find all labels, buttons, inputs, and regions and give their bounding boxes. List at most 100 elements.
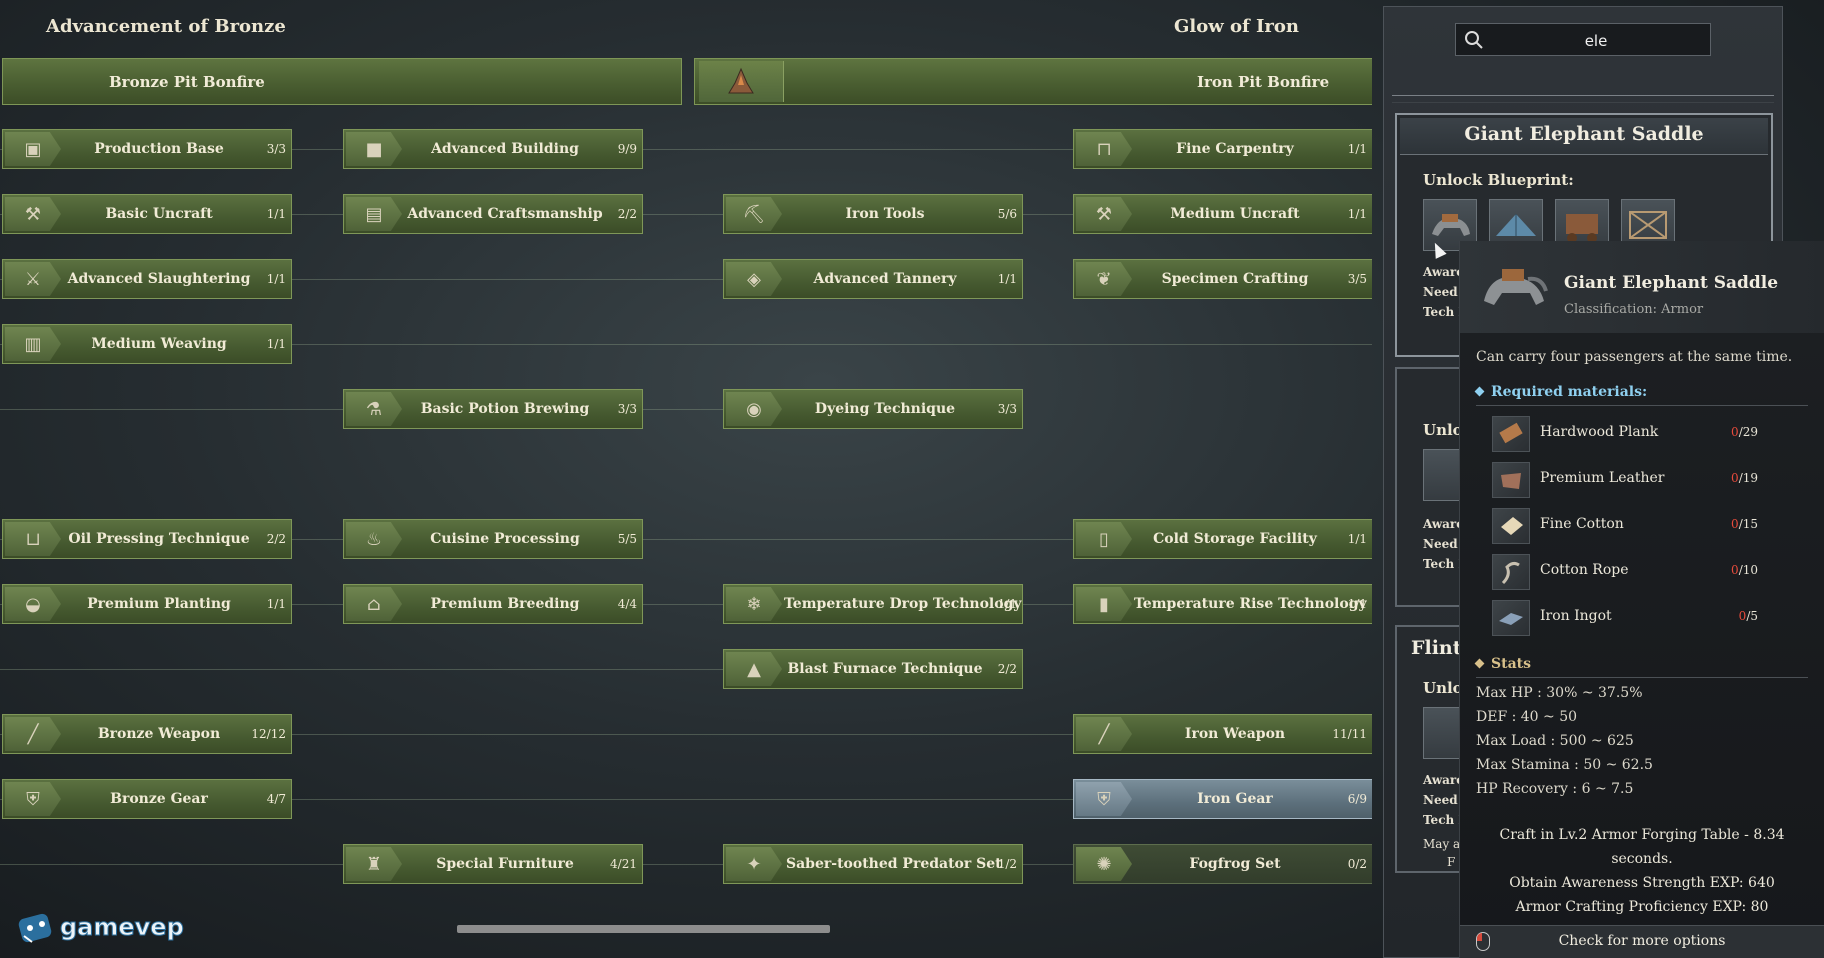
tech-node-bronze-gear[interactable]: ⛨ Bronze Gear 4/7 — [2, 779, 292, 819]
search-box[interactable] — [1455, 23, 1711, 56]
tech-node-temperature-rise[interactable]: ▮ Temperature Rise Technology 1/1 — [1073, 584, 1372, 624]
uncraft-tool-icon: ⚒ — [1076, 197, 1132, 231]
card-note: May a — [1423, 837, 1461, 851]
stats-heading: Stats — [1474, 656, 1531, 672]
tech-node-iron-gear[interactable]: ⛨ Iron Gear 6/9 — [1073, 779, 1372, 819]
tannery-icon: ◈ — [726, 262, 782, 296]
card-title-bg — [1400, 118, 1768, 155]
tech-tree: Advancement of Bronze Glow of Iron Bronz… — [0, 16, 1372, 944]
tech-node-dyeing-technique[interactable]: ◉ Dyeing Technique 3/3 — [723, 389, 1023, 429]
tooltip-footer[interactable]: Check for more options — [1460, 925, 1824, 958]
tech-node-blast-furnace[interactable]: ▲ Blast Furnace Technique 2/2 — [723, 649, 1023, 689]
card-meta-awareness: Aware — [1423, 265, 1464, 279]
tooltip-description: Can carry four passengers at the same ti… — [1476, 349, 1793, 365]
tech-node-oil-pressing[interactable]: ⊔ Oil Pressing Technique 2/2 — [2, 519, 292, 559]
stat-line: HP Recovery : 6 ~ 7.5 — [1476, 781, 1634, 797]
tech-node-name: Advanced Building — [431, 141, 579, 157]
tech-node-iron-weapon[interactable]: ╱ Iron Weapon 11/11 — [1073, 714, 1372, 754]
tech-node-count: 2/2 — [617, 207, 637, 221]
tech-node-saber-toothed-set[interactable]: ✦ Saber-toothed Predator Set 1/2 — [723, 844, 1023, 884]
horizontal-scrollbar[interactable] — [457, 925, 830, 933]
era-title-iron: Glow of Iron — [1174, 16, 1299, 37]
spear-icon: ╱ — [1076, 717, 1132, 751]
era-bar-bronze[interactable]: Bronze Pit Bonfire — [2, 58, 682, 105]
tech-node-count: 2/2 — [997, 662, 1017, 676]
tech-node-count: 3/3 — [997, 402, 1017, 416]
era-title-bronze: Advancement of Bronze — [46, 16, 286, 37]
tech-node-advanced-slaughtering[interactable]: ⚔ Advanced Slaughtering 1/1 — [2, 259, 292, 299]
tech-node-premium-breeding[interactable]: ⌂ Premium Breeding 4/4 — [343, 584, 643, 624]
tech-node-specimen-crafting[interactable]: ❦ Specimen Crafting 3/5 — [1073, 259, 1372, 299]
material-need: /5 — [1746, 609, 1758, 623]
connector — [0, 214, 1372, 215]
material-name: Cotton Rope — [1540, 562, 1629, 578]
tech-node-name: Specimen Crafting — [1161, 271, 1309, 287]
tech-node-iron-tools[interactable]: ⛏ Iron Tools 5/6 — [723, 194, 1023, 234]
material-have: 0 — [1731, 425, 1739, 439]
tech-node-count: 12/12 — [251, 727, 286, 741]
tech-node-special-furniture[interactable]: ♜ Special Furniture 4/21 — [343, 844, 643, 884]
pickaxe-icon: ⛏ — [726, 197, 782, 231]
watermark-logo: gamevep — [18, 910, 184, 944]
craft-info-line: seconds. — [1611, 851, 1673, 867]
tech-node-basic-uncraft[interactable]: ⚒ Basic Uncraft 1/1 — [2, 194, 292, 234]
cooler-icon: ❄ — [726, 587, 782, 621]
beast-armor-icon: ✦ — [726, 847, 782, 881]
tech-node-name: Advanced Craftsmanship — [407, 206, 603, 222]
tech-node-cuisine-processing[interactable]: ♨ Cuisine Processing 5/5 — [343, 519, 643, 559]
tech-node-fogfrog-set[interactable]: ✺ Fogfrog Set 0/2 — [1073, 844, 1372, 884]
tech-node-bronze-weapon[interactable]: ╱ Bronze Weapon 12/12 — [2, 714, 292, 754]
tech-node-medium-weaving[interactable]: ▥ Medium Weaving 1/1 — [2, 324, 292, 364]
era-bar-label: Bronze Pit Bonfire — [109, 73, 265, 91]
cooking-station-icon: ♨ — [346, 522, 402, 556]
tech-node-count: 1/1 — [266, 597, 286, 611]
tech-node-medium-uncraft[interactable]: ⚒ Medium Uncraft 1/1 — [1073, 194, 1372, 234]
tech-node-production-base[interactable]: ▣ Production Base 3/3 — [2, 129, 292, 169]
era-bar-iron[interactable]: Iron Pit Bonfire — [694, 58, 1372, 105]
tech-node-count: 5/5 — [617, 532, 637, 546]
armor-icon: ⛨ — [1076, 782, 1132, 816]
card-meta-need: Need t — [1423, 537, 1468, 551]
tech-node-count: 3/5 — [1347, 272, 1367, 286]
tech-node-count: 1/1 — [266, 337, 286, 351]
craft-bench-icon: ▤ — [346, 197, 402, 231]
tech-node-name: Fine Carpentry — [1176, 141, 1294, 157]
tech-node-name: Bronze Gear — [110, 791, 208, 807]
tech-node-advanced-craftsmanship[interactable]: ▤ Advanced Craftsmanship 2/2 — [343, 194, 643, 234]
bonfire-icon — [699, 61, 784, 102]
card-meta-need: Need t — [1423, 285, 1468, 299]
material-row: Iron Ingot 0/5 — [1492, 598, 1772, 636]
diamond-bullet-icon — [1474, 386, 1485, 397]
material-row: Cotton Rope 0/10 — [1492, 552, 1772, 590]
tech-node-advanced-building[interactable]: ■ Advanced Building 9/9 — [343, 129, 643, 169]
tech-node-basic-potion-brewing[interactable]: ⚗ Basic Potion Brewing 3/3 — [343, 389, 643, 429]
tech-node-cold-storage[interactable]: ▯ Cold Storage Facility 1/1 — [1073, 519, 1372, 559]
craft-info-line: Armor Crafting Proficiency EXP: 80 — [1515, 899, 1769, 915]
specimen-icon: ❦ — [1076, 262, 1132, 296]
tech-node-temperature-drop[interactable]: ❄ Temperature Drop Technology 1/1 — [723, 584, 1023, 624]
material-qty: 0/10 — [1731, 563, 1758, 577]
tech-node-name: Advanced Slaughtering — [67, 271, 251, 287]
tech-node-name: Iron Gear — [1197, 791, 1273, 807]
section-label: Required materials: — [1491, 384, 1648, 400]
stat-line: Max HP : 30% ~ 37.5% — [1476, 685, 1643, 701]
wood-plank-icon — [1492, 416, 1530, 452]
watermark-text: gamevep — [60, 913, 185, 942]
tech-node-name: Premium Breeding — [430, 596, 580, 612]
tech-node-count: 3/3 — [617, 402, 637, 416]
connector — [0, 799, 1372, 800]
stat-line: DEF : 40 ~ 50 — [1476, 709, 1578, 725]
material-have: 0 — [1731, 517, 1739, 531]
card-meta-tech: Tech P — [1423, 557, 1468, 571]
tech-node-name: Saber-toothed Predator Set — [786, 856, 1002, 872]
connector — [0, 734, 1372, 735]
tech-node-fine-carpentry[interactable]: ⊓ Fine Carpentry 1/1 — [1073, 129, 1372, 169]
tech-node-premium-planting[interactable]: ◒ Premium Planting 1/1 — [2, 584, 292, 624]
search-input[interactable] — [1492, 29, 1700, 53]
tooltip-item-name: Giant Elephant Saddle — [1564, 273, 1779, 293]
tech-node-name: Special Furniture — [436, 856, 574, 872]
craft-info-line: Craft in Lv.2 Armor Forging Table - 8.34 — [1499, 827, 1785, 843]
rope-icon — [1492, 554, 1530, 590]
tech-node-advanced-tannery[interactable]: ◈ Advanced Tannery 1/1 — [723, 259, 1023, 299]
tech-node-name: Medium Uncraft — [1170, 206, 1300, 222]
